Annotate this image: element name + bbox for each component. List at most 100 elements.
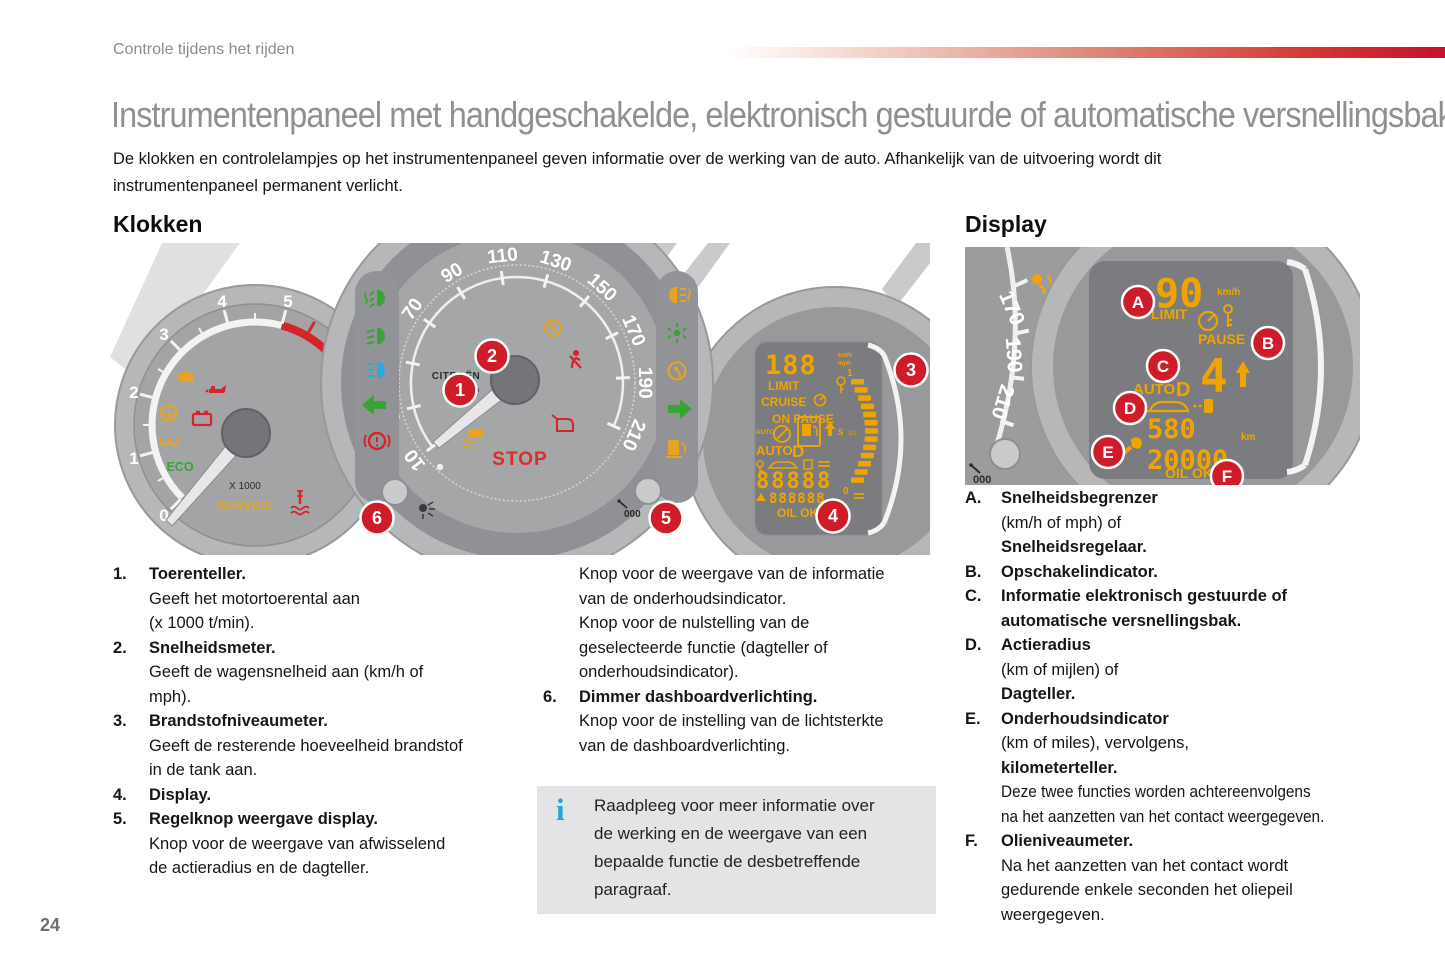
svg-text:2: 2 — [487, 346, 497, 366]
legend-line: Snelheidsbegrenzer — [1001, 489, 1158, 507]
left-indicator-strip — [355, 271, 399, 503]
battery-warning-icon — [191, 410, 213, 427]
legend-item-2: 2. Snelheidsmeter. Geeft de wagensnelhei… — [113, 636, 545, 710]
svg-text:3: 3 — [159, 325, 168, 344]
info-line: Raadpleeg voor meer informatie over — [594, 796, 875, 815]
high-beam-icon — [367, 362, 385, 378]
callout-5: 5 — [648, 500, 684, 536]
legend-line: de actieradius en de dagteller. — [149, 859, 370, 877]
legend-line: Geeft de wagensnelheid aan (km/h of — [149, 663, 424, 681]
brake-warning-icon — [363, 431, 391, 451]
oil-pressure-icon — [205, 385, 226, 393]
legend-line: Knop voor de weergave van de informatie — [579, 565, 885, 583]
info-line: de werking en de weergave van een — [594, 824, 868, 843]
svg-text:1: 1 — [455, 380, 465, 400]
legend-line: in de tank aan. — [149, 761, 258, 779]
fuel-flap-icon — [797, 416, 821, 447]
svg-text:3: 3 — [906, 360, 916, 380]
page-number: 24 — [40, 915, 61, 935]
partial-ticks — [999, 278, 1030, 428]
legend-line: Informatie elektronisch gestuurde of — [1001, 587, 1288, 605]
tach-hub — [221, 408, 271, 458]
legend-item-letter: D. — [965, 636, 982, 654]
cluster-lcd-panel: 188 km/h mph LIMIT CRUISE ON PAUSE AUTO — [754, 341, 904, 536]
legend-line: van de onderhoudsindicator. — [579, 589, 787, 608]
scale-end-dot — [436, 463, 444, 471]
legend-item-3: 3. Brandstofniveaumeter. Geeft de rester… — [113, 709, 545, 783]
lcd-gear-label: D — [792, 442, 804, 461]
legend-line: Onderhoudsindicator — [1001, 709, 1169, 728]
legend-item-letter: C. — [965, 587, 982, 605]
legend-line: onderhoudsindicator). — [579, 663, 739, 681]
lcd-speed-value: 90 — [1155, 271, 1203, 317]
legend-item-A: A. Snelheidsbegrenzer (km/h of mph) of S… — [965, 486, 1445, 560]
svg-text:6: 6 — [372, 508, 382, 528]
legend-item-D: D. Actieradius (km of mijlen) of Dagtell… — [965, 633, 1445, 707]
upshift-arrow-icon — [1236, 361, 1250, 387]
svg-text:110: 110 — [486, 244, 519, 268]
speedo-scale-band — [409, 275, 625, 448]
lcd-unit-mph: mph — [838, 361, 851, 367]
info-box-text: Raadpleeg voor meer informatie over de w… — [594, 792, 936, 904]
svg-text:D: D — [1124, 399, 1136, 418]
page-title: Instrumentenpaneel met handgeschakelde, … — [111, 94, 1445, 135]
legend-line: mph). — [149, 687, 192, 706]
legend-line: (km of miles), vervolgens, — [1001, 734, 1189, 752]
seatbelt-warning-icon — [569, 350, 582, 369]
door-open-icon — [551, 414, 574, 432]
legend-line: Knop voor de instelling van de lichtster… — [579, 712, 884, 730]
tach-minor-ticks — [143, 313, 256, 482]
trip-reset-label: 000 — [624, 509, 641, 520]
rear-fog-icon — [669, 287, 691, 303]
svg-text:5: 5 — [661, 508, 671, 528]
engine-warning-icon — [178, 371, 194, 382]
legend-item-letter: F. — [965, 832, 978, 850]
info-line: bepaalde functie de desbetreffende — [594, 852, 861, 871]
lcd-auto-label: AUTO — [756, 443, 793, 458]
scale-arc — [1302, 268, 1324, 466]
svg-text:4: 4 — [217, 292, 227, 311]
lcd-auto-label: AUTO — [1133, 381, 1176, 398]
power-steering-icon — [160, 404, 178, 422]
legend-klokken-continued: Knop voor de weergave van de informatie … — [543, 562, 945, 758]
legend-item-letter: B. — [965, 562, 982, 581]
lcd-gearbox-label: D — [1176, 379, 1190, 401]
legend-line: Regelknop weergave display. — [149, 810, 378, 828]
legend-item-number: 5. — [113, 810, 127, 828]
key-icon — [756, 460, 764, 474]
upshift-arrow-icon — [825, 421, 835, 436]
intro-line: instrumentenpaneel permanent verlicht. — [113, 177, 403, 195]
callout-2: 2 — [474, 338, 510, 374]
legend-line: geselecteerde functie (dagteller of — [579, 638, 828, 657]
display-control-button — [989, 438, 1021, 470]
tach-multiplier-label: X 1000 — [229, 481, 261, 492]
legend-display: A. Snelheidsbegrenzer (km/h of mph) of S… — [965, 486, 1445, 927]
legend-item-C: C. Informatie elektronisch gestuurde of … — [965, 584, 1445, 633]
service-label: SERVICE — [217, 498, 274, 513]
intro-paragraph: De klokken en controlelampjes op het ins… — [113, 146, 1161, 200]
legend-line: weergegeven. — [1001, 905, 1105, 924]
callout-D: D — [1112, 390, 1148, 426]
trip-triangle-icon — [756, 493, 766, 501]
callout-1: 1 — [442, 372, 478, 408]
key-icon — [1223, 304, 1233, 327]
traction-control-icon — [462, 429, 484, 448]
car-range-icon — [1147, 399, 1213, 413]
lcd-speed-unit: km/h — [1217, 287, 1240, 298]
intro-line: De klokken en controlelampjes op het ins… — [113, 150, 1162, 168]
lcd-range-unit: km — [1241, 432, 1256, 443]
trip-reset-label: 000 — [973, 474, 991, 485]
legend-line: Geeft de resterende hoeveelheid brandsto… — [149, 736, 463, 755]
legend-klokken: 1. Toerenteller. Geeft het motortoerenta… — [113, 562, 545, 881]
sidelights-icon — [667, 323, 687, 343]
svg-text:5: 5 — [283, 292, 292, 311]
low-beam-icon — [366, 328, 385, 345]
legend-line: Olieniveaumeter. — [1001, 832, 1134, 850]
legend-line: van de dashboardverlichting. — [579, 736, 790, 755]
trip-reset-needle-icon — [617, 499, 628, 509]
lcd-unit-kmh: km/h — [838, 353, 852, 359]
legend-item-number: 4. — [113, 785, 127, 804]
legend-line: na het aanzetten van het contact weergeg… — [1001, 807, 1325, 826]
lcd-limit-label: LIMIT — [768, 379, 800, 393]
